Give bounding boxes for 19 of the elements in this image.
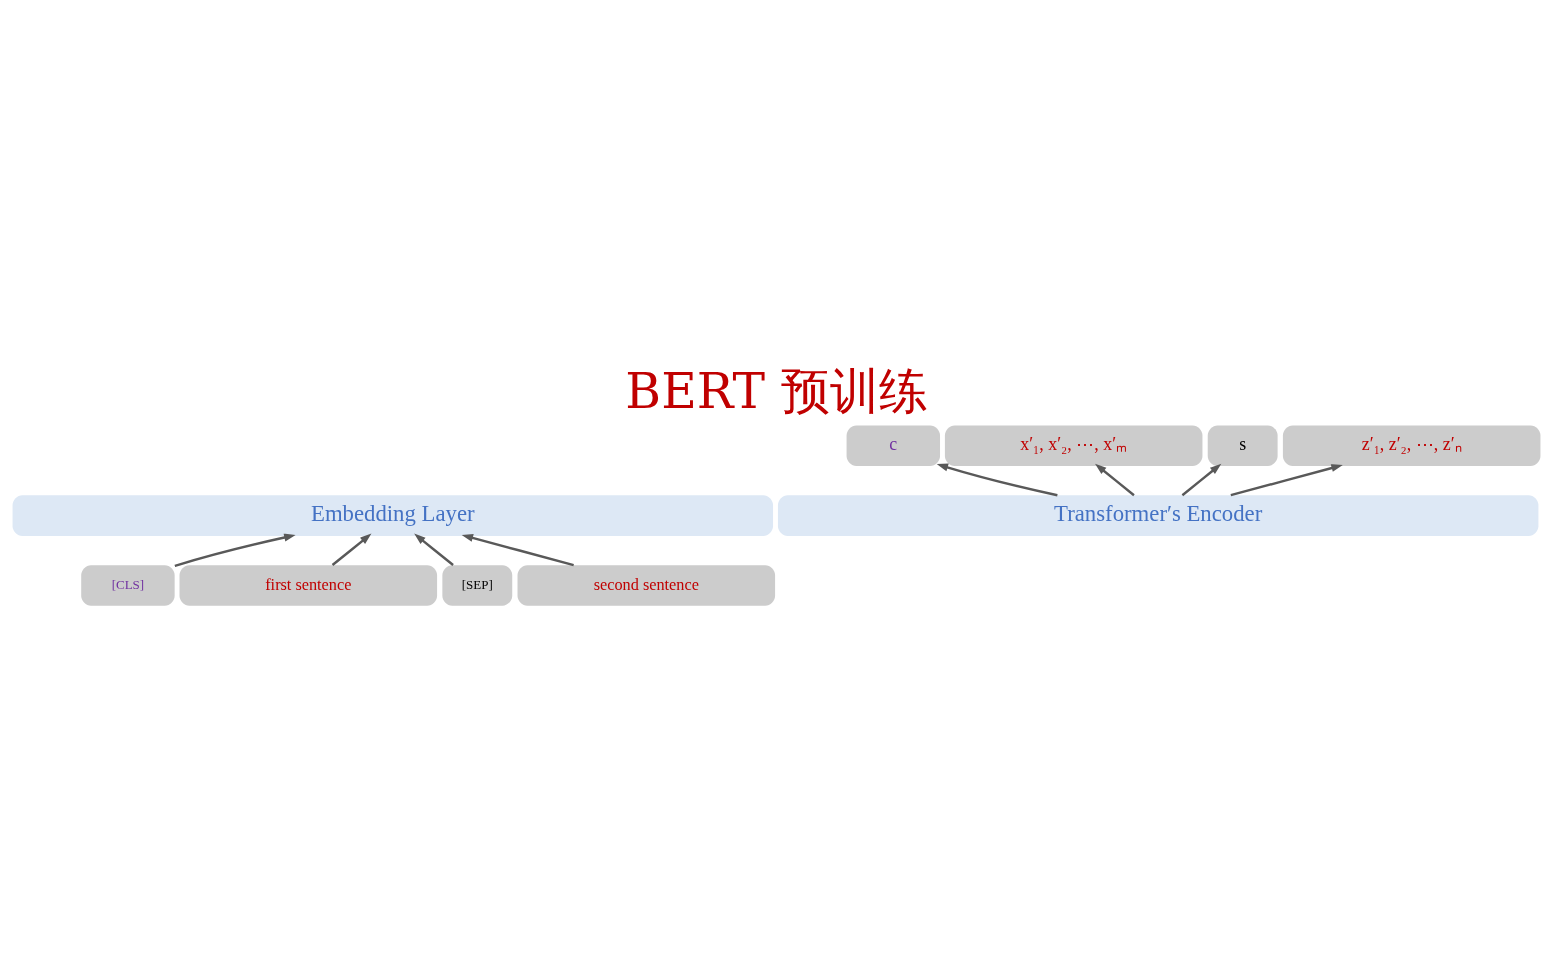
node-box: z′₁, z′₂, ⋯, z′ₙ <box>1282 425 1541 466</box>
arrow <box>461 534 574 567</box>
node-box: second sentence <box>517 565 776 606</box>
diagram-title: BERT 预训练 <box>625 362 928 419</box>
arrow <box>1095 463 1135 497</box>
arrow <box>414 533 454 566</box>
node-box: c <box>846 425 940 466</box>
arrow <box>1181 463 1222 497</box>
node-box: [SEP] <box>442 565 513 606</box>
arrow <box>174 533 296 568</box>
node-box: first sentence <box>179 565 438 606</box>
arrow <box>331 533 372 566</box>
node-box: Embedding Layer <box>12 495 774 536</box>
node-box: [CLS] <box>81 565 175 606</box>
node-box: x′₁, x′₂, ⋯, x′ₘ <box>944 425 1203 466</box>
node-box: Transformer′s Encoder <box>777 495 1539 536</box>
arrow <box>936 463 1058 497</box>
arrow <box>1230 464 1343 497</box>
node-box: s <box>1207 425 1278 466</box>
